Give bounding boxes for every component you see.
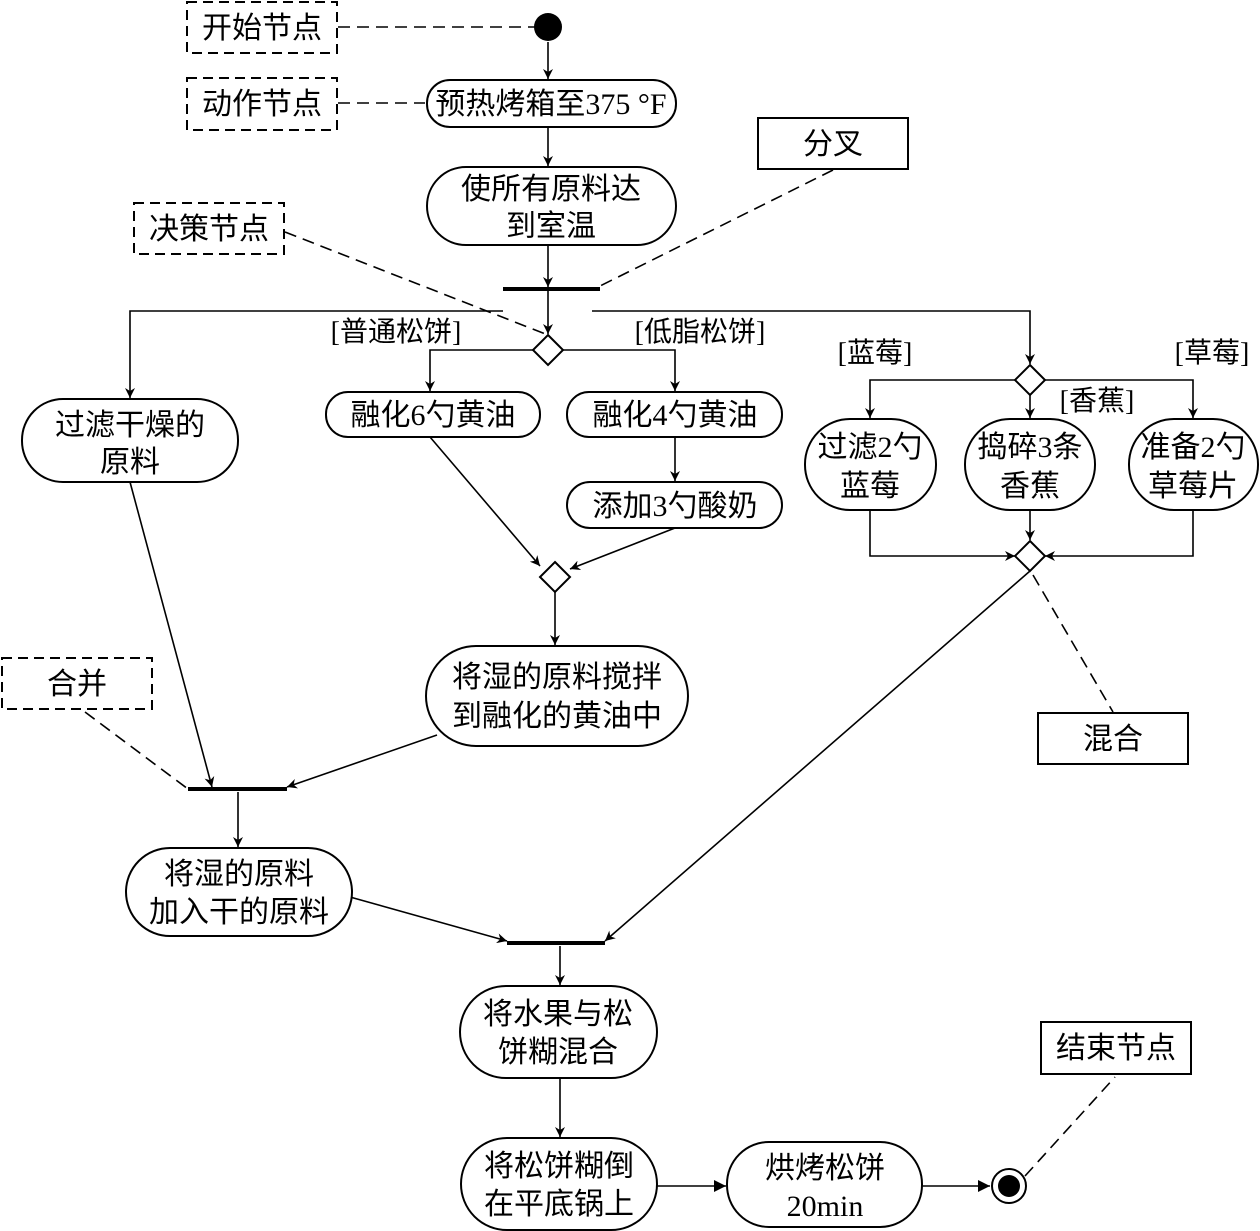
melt6-action bbox=[325, 391, 541, 438]
flow-yogurt-merge bbox=[569, 527, 676, 571]
flow-sift-join bbox=[129, 481, 215, 788]
decision-node-callout-box bbox=[133, 202, 285, 255]
fruit-merge bbox=[1013, 539, 1047, 573]
bake-label-1: 烘烤松饼 bbox=[765, 1152, 885, 1185]
flow-blue-mix bbox=[869, 510, 1015, 561]
stir-wet-label-1: 将湿的原料搅拌 bbox=[452, 661, 662, 694]
merge-callout: 合并 bbox=[47, 668, 107, 701]
flow-fruit-decision-blue bbox=[865, 379, 1015, 418]
melt4-action bbox=[566, 391, 783, 438]
mix-callout: 混合 bbox=[1083, 723, 1143, 756]
pour-batter-action bbox=[460, 1137, 658, 1231]
pour-batter-label-1: 将松饼糊倒 bbox=[484, 1150, 634, 1183]
preheat-action bbox=[426, 79, 677, 128]
merge-callout-line bbox=[84, 711, 189, 790]
start-node-callout-box bbox=[186, 1, 338, 54]
fork-callout-line bbox=[591, 169, 834, 291]
flow-fruit-decision-straw bbox=[1045, 379, 1198, 418]
fruit-mix-label-1: 将水果与松 bbox=[483, 998, 633, 1031]
flow-decision-melt4 bbox=[563, 349, 680, 391]
melt4-label: 融化4勺黄油 bbox=[593, 399, 758, 432]
blueberry-label-2: 蓝莓 bbox=[840, 470, 900, 503]
start-node-callout: 开始节点 bbox=[202, 12, 322, 45]
guard-strawberry: [草莓] bbox=[1175, 337, 1250, 369]
preheat-label: 预热烤箱至375 °F bbox=[435, 88, 666, 121]
final-node-dot bbox=[998, 1175, 1020, 1197]
yogurt-label: 添加3勺酸奶 bbox=[593, 490, 758, 523]
room-temp-label-2: 到室温 bbox=[506, 210, 596, 243]
action-node-callout: 动作节点 bbox=[202, 88, 322, 121]
banana-label-1: 捣碎3条 bbox=[978, 431, 1083, 464]
mix-callout-box bbox=[1037, 712, 1189, 765]
flow-stir-join bbox=[286, 734, 438, 789]
blueberry-label-1: 过滤2勺 bbox=[818, 431, 923, 464]
room-temp-label-1: 使所有原料达 bbox=[461, 173, 641, 206]
bake-action bbox=[726, 1141, 923, 1228]
sift-dry-action bbox=[21, 398, 239, 483]
guard-blueberry: [蓝莓] bbox=[838, 337, 913, 369]
fruit-decision bbox=[1013, 363, 1047, 397]
decision-callout-line bbox=[284, 231, 549, 336]
sift-dry-label-1: 过滤干燥的 bbox=[55, 409, 205, 442]
flow-melt6-merge bbox=[429, 436, 541, 567]
add-wet-action bbox=[125, 847, 353, 937]
guard-banana: [香蕉] bbox=[1060, 385, 1135, 417]
guard-regular-muffin: [普通松饼] bbox=[331, 316, 462, 348]
flow-decision-melt6 bbox=[425, 349, 533, 391]
add-wet-label-1: 将湿的原料 bbox=[164, 858, 314, 891]
fruit-mix-action bbox=[459, 985, 658, 1079]
sift-dry-label-2: 原料 bbox=[100, 446, 160, 479]
strawberry-action bbox=[1128, 418, 1259, 511]
strawberry-label-1: 准备2勺 bbox=[1141, 431, 1246, 464]
blueberry-action bbox=[804, 418, 937, 511]
mix-callout-line bbox=[1032, 574, 1114, 713]
initial-node bbox=[534, 13, 562, 41]
flow-fork-fruit-decision bbox=[592, 310, 1035, 364]
stir-wet-label-2: 到融化的黄油中 bbox=[452, 700, 662, 733]
guard-lowfat-muffin: [低脂松饼] bbox=[635, 316, 766, 348]
banana-label-2: 香蕉 bbox=[1000, 470, 1060, 503]
end-node-callout: 结束节点 bbox=[1056, 1032, 1176, 1065]
muffin-type-decision bbox=[531, 333, 565, 367]
fruit-mix-label-2: 饼糊混合 bbox=[498, 1036, 618, 1069]
pour-batter-label-2: 在平底锅上 bbox=[484, 1188, 634, 1221]
end-node-callout-box bbox=[1040, 1021, 1192, 1075]
fork-callout-box bbox=[757, 117, 909, 170]
flow-mix-join2 bbox=[604, 570, 1031, 942]
melt6-label: 融化6勺黄油 bbox=[351, 399, 516, 432]
add-wet-label-2: 加入干的原料 bbox=[149, 896, 329, 929]
stir-wet-action bbox=[425, 645, 689, 747]
bake-label-2: 20min bbox=[787, 1190, 864, 1223]
room-temp-action bbox=[426, 166, 677, 246]
banana-action bbox=[964, 418, 1096, 511]
fork-callout: 分叉 bbox=[803, 128, 863, 161]
merge-callout-box bbox=[1, 657, 153, 710]
end-callout-line bbox=[1024, 1076, 1116, 1177]
flow-straw-mix bbox=[1045, 510, 1194, 561]
flow-fork-sift bbox=[125, 310, 503, 398]
action-node-callout-box bbox=[186, 77, 338, 131]
strawberry-label-2: 草莓片 bbox=[1148, 470, 1238, 503]
yogurt-action bbox=[566, 481, 783, 529]
decision-node-callout: 决策节点 bbox=[149, 213, 269, 246]
butter-merge bbox=[538, 560, 572, 594]
flow-addwet-join2 bbox=[349, 896, 508, 944]
